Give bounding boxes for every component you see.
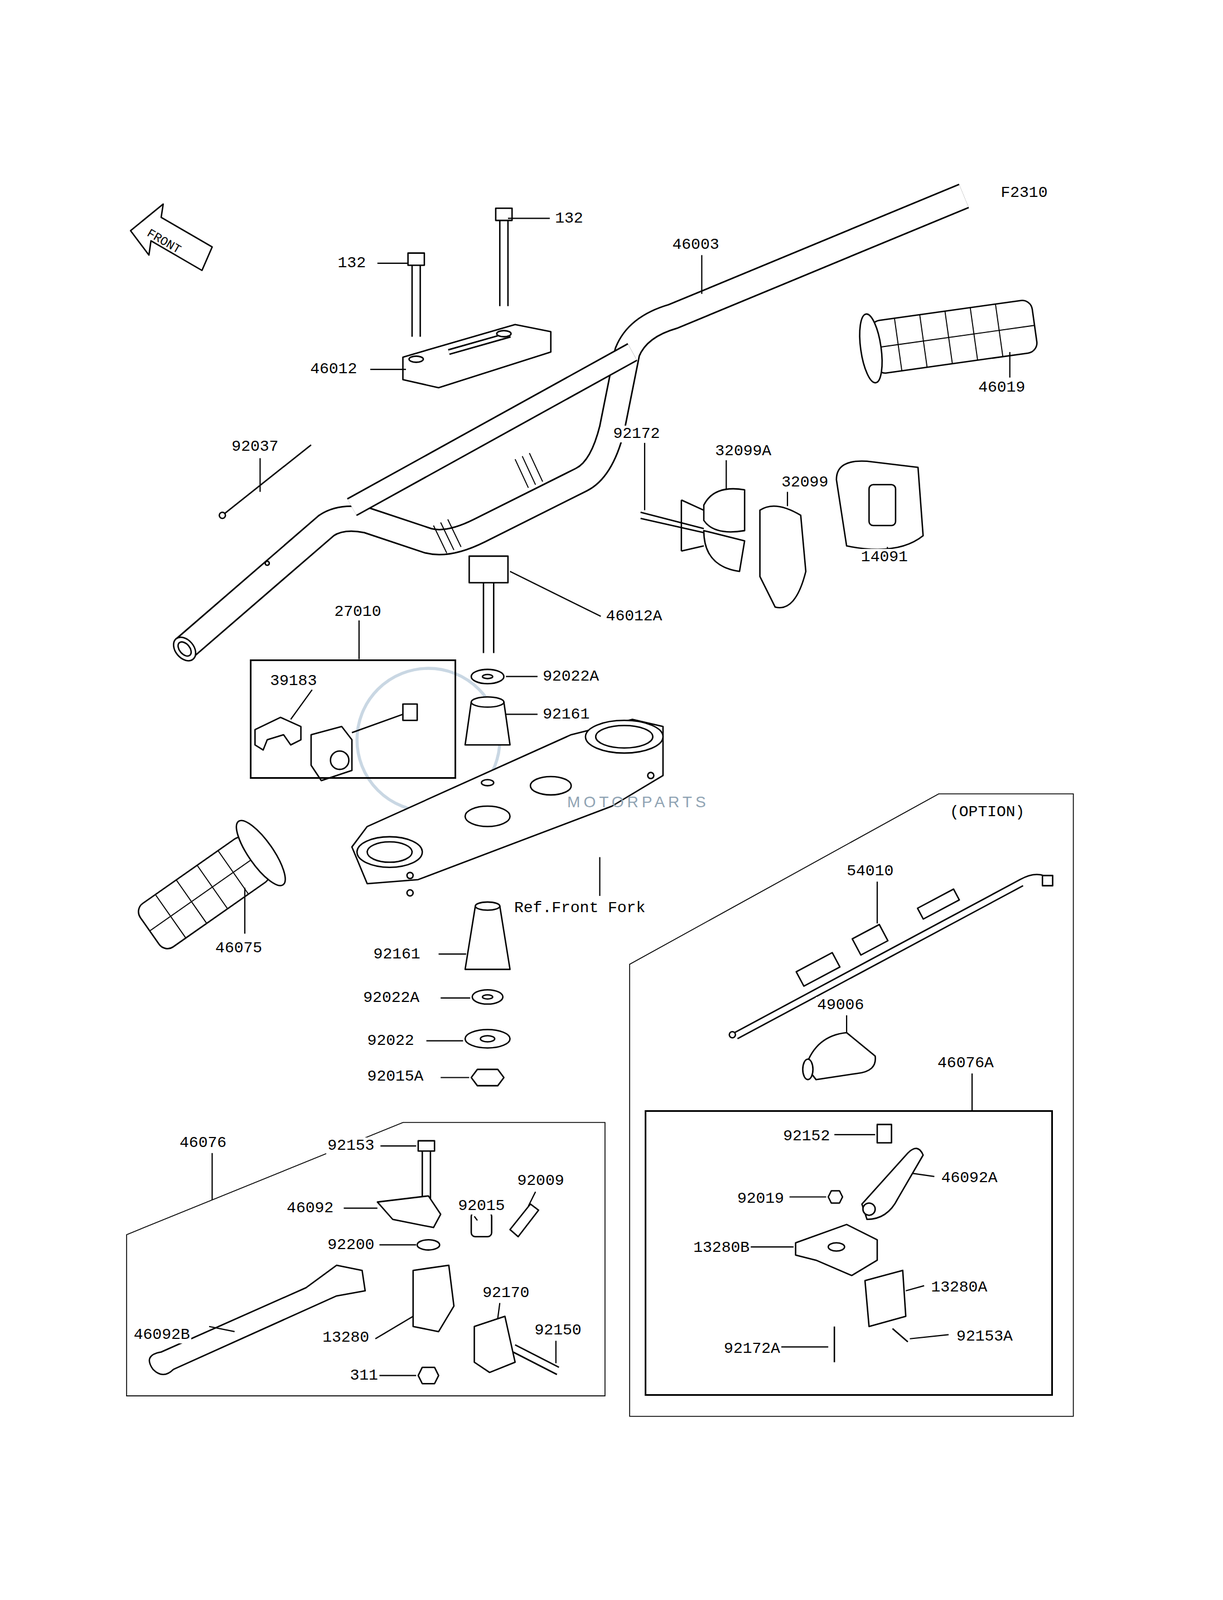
callout-number: 132 bbox=[553, 210, 584, 227]
callout-number: 13280B bbox=[692, 1239, 751, 1256]
part-group-box: 92152 46092A 92019 13280B 13280A 92172A 92153A bbox=[644, 1109, 1053, 1396]
callout-number: 92150 bbox=[533, 1321, 583, 1339]
box-outline bbox=[126, 1122, 606, 1396]
callout-number: 92015A bbox=[366, 1067, 425, 1085]
callout-number: 92022 bbox=[366, 1032, 416, 1050]
callout-number: 92172 bbox=[611, 425, 661, 443]
part-group-box: 46076 92153 46092 92009 92015 92200 92170 46092… bbox=[126, 1122, 606, 1396]
callout-number: 32099 bbox=[780, 474, 830, 491]
callout-number: 27010 bbox=[332, 603, 383, 621]
callout-number: 92161 bbox=[541, 706, 591, 723]
callout-number: 46019 bbox=[977, 379, 1027, 396]
callout-number: 92009 bbox=[515, 1172, 565, 1189]
callout-number: 46012 bbox=[308, 360, 359, 378]
callout-number: 46076 bbox=[178, 1134, 228, 1152]
callout-number: 92015 bbox=[456, 1197, 506, 1215]
part-group-box: (OPTION) 54010 49006 46076A 92152 46092A 92019… bbox=[629, 793, 1074, 1416]
callout-number: 46092 bbox=[285, 1199, 335, 1217]
callout-number: 46003 bbox=[670, 236, 720, 254]
callout-number: 92161 bbox=[372, 945, 422, 963]
box-outline-shape bbox=[126, 1122, 606, 1396]
callout-number: 46076A bbox=[936, 1054, 995, 1072]
callout-number: 92153A bbox=[955, 1327, 1014, 1345]
callout-number: (OPTION) bbox=[948, 803, 1026, 821]
callout-number: 92200 bbox=[326, 1236, 376, 1254]
box-outline-shape bbox=[629, 793, 1074, 1416]
callout-number: 92022A bbox=[541, 668, 601, 685]
callout-number: 13280 bbox=[321, 1328, 371, 1346]
callout-number: 92037 bbox=[230, 438, 280, 456]
callout-number: 46092B bbox=[132, 1326, 192, 1343]
callout-number: 46075 bbox=[214, 939, 264, 957]
callout-number: 13280A bbox=[929, 1278, 989, 1296]
callout-number: 46092A bbox=[940, 1169, 999, 1187]
figure-number: F2310 bbox=[999, 184, 1049, 202]
callout-number: 32099A bbox=[713, 442, 773, 460]
callout-number: 39183 bbox=[268, 672, 318, 690]
callout-number: 311 bbox=[349, 1366, 380, 1384]
callout-number: 46012A bbox=[605, 607, 664, 625]
callout-number: 49006 bbox=[815, 996, 865, 1014]
callout-number: 92172A bbox=[722, 1340, 782, 1357]
watermark: MOTORPARTS bbox=[566, 793, 710, 811]
callout-number: 92022A bbox=[361, 989, 421, 1007]
callout-number: 14091 bbox=[859, 548, 910, 566]
callout-number: 92152 bbox=[781, 1127, 831, 1145]
reference-note: Ref.Front Fork bbox=[513, 899, 647, 917]
callout-number: 92019 bbox=[736, 1190, 786, 1207]
callout-number: 92170 bbox=[481, 1284, 531, 1302]
callout-number: 54010 bbox=[845, 862, 895, 880]
callout-number: 132 bbox=[336, 254, 367, 272]
callout-number: 92153 bbox=[326, 1137, 376, 1154]
box-outline bbox=[629, 793, 1074, 1416]
part-group-box: 2701039183 bbox=[249, 659, 456, 779]
